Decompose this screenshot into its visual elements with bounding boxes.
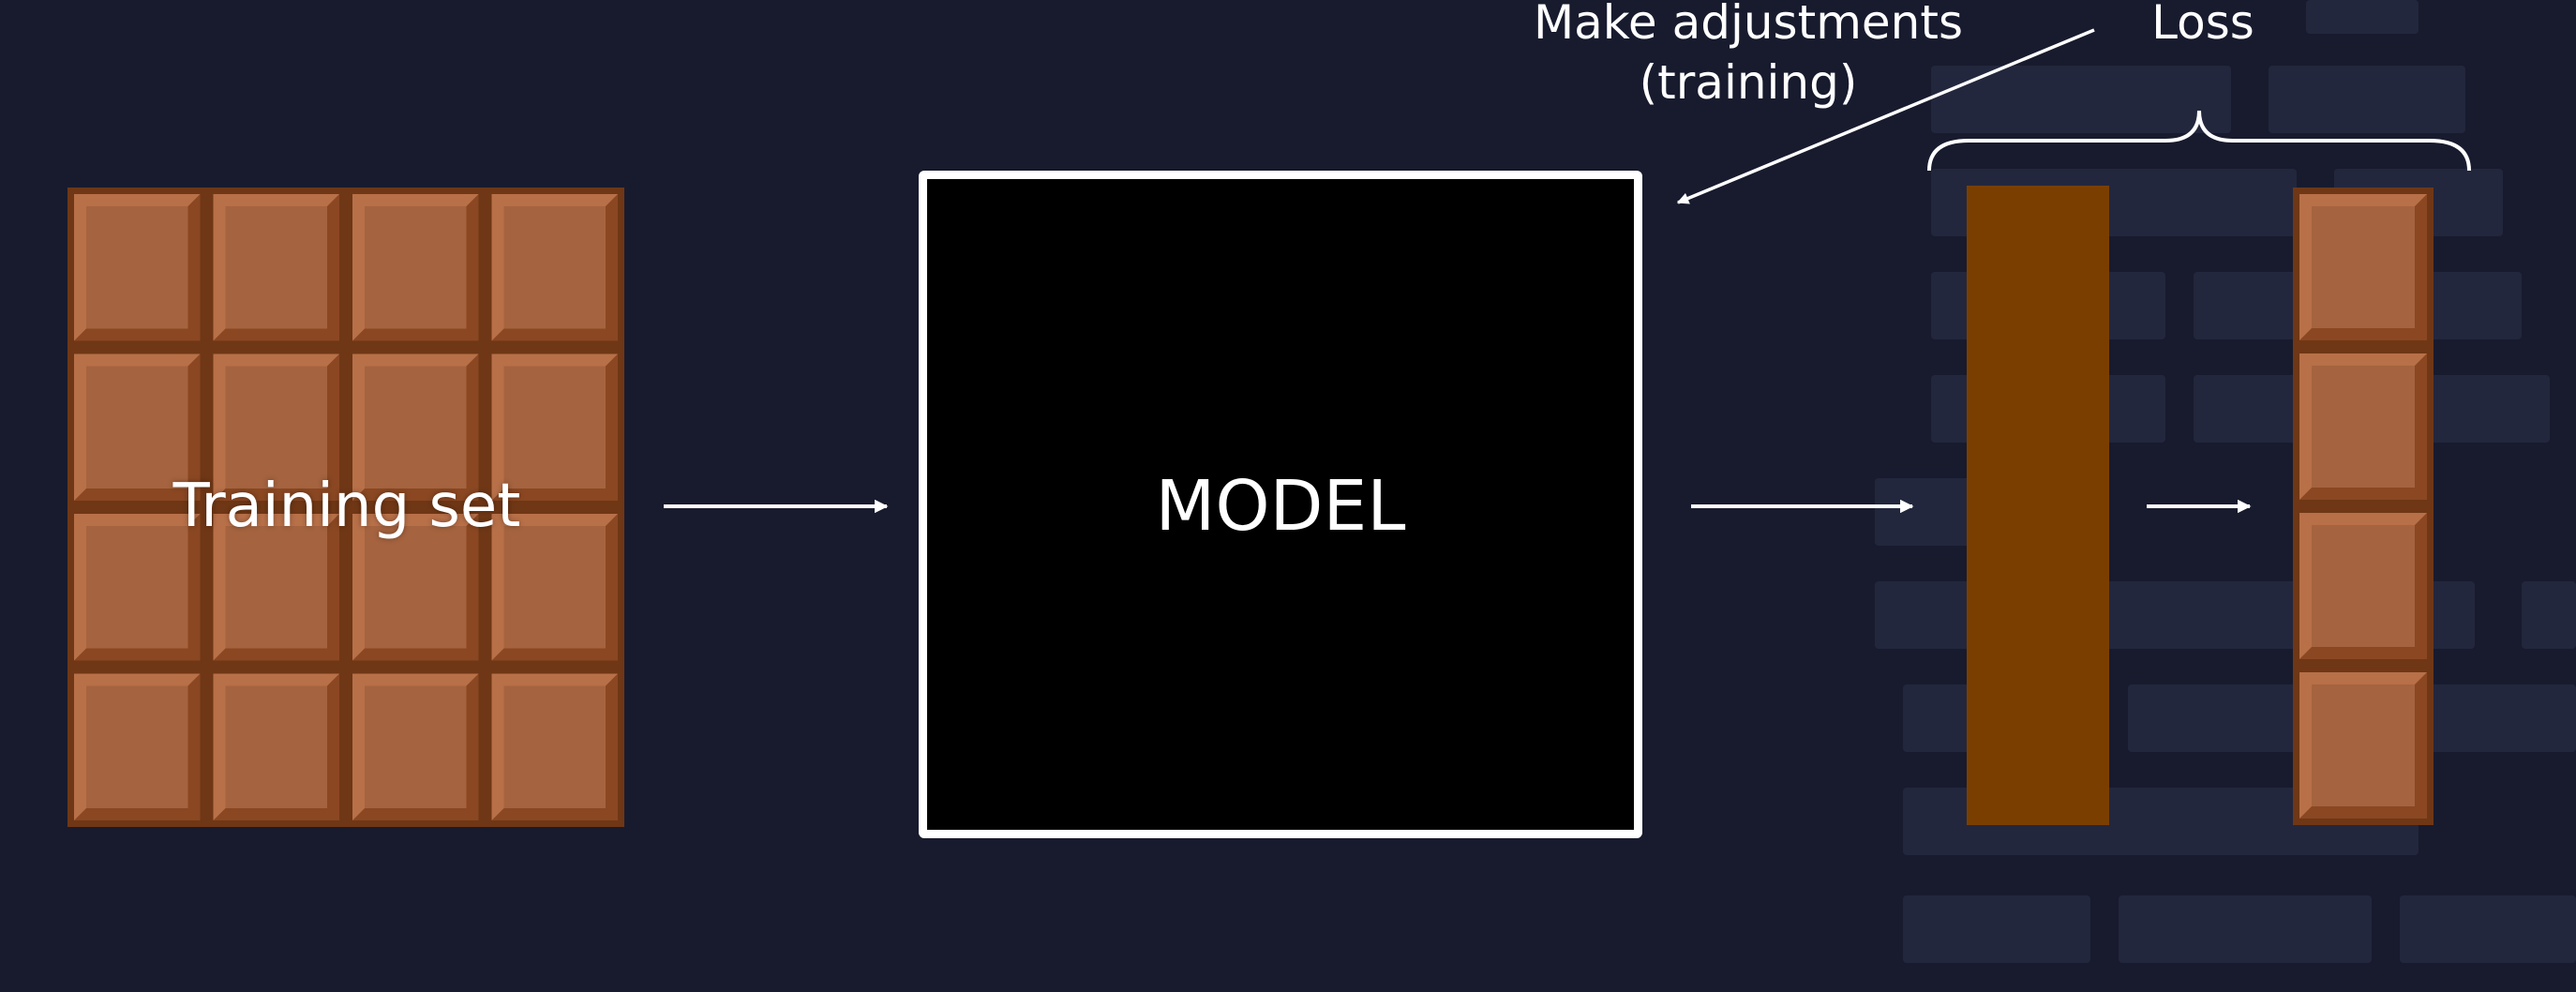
training-set-label: Training set xyxy=(172,472,521,541)
adjustments-label-line1: Make adjustments xyxy=(1533,0,1964,50)
chocolate-square xyxy=(2299,353,2427,500)
model-label: MODEL xyxy=(1155,466,1406,547)
adjustments-label-line2: (training) xyxy=(1639,55,1858,110)
adjustments-label: Make adjustments (training) xyxy=(1500,0,1997,113)
chocolate-square xyxy=(491,194,618,341)
chocolate-square xyxy=(213,353,339,501)
chocolate-square xyxy=(2299,513,2427,659)
chocolate-square xyxy=(2299,672,2427,819)
chocolate-square xyxy=(491,353,618,501)
chocolate-square xyxy=(491,514,618,661)
chocolate-square xyxy=(74,514,201,661)
chocolate-square xyxy=(213,194,339,341)
chocolate-square xyxy=(352,353,479,501)
chocolate-square xyxy=(352,673,479,820)
model-box xyxy=(919,171,1642,838)
target-chocolate-column xyxy=(2293,188,2434,825)
chocolate-square xyxy=(352,194,479,341)
arrow-adjustments-to-model xyxy=(1676,28,2095,204)
loss-label: Loss xyxy=(2151,0,2254,50)
chocolate-square xyxy=(74,353,201,501)
chocolate-square xyxy=(213,514,339,661)
chocolate-square xyxy=(74,673,201,820)
chocolate-square xyxy=(2299,194,2427,340)
chocolate-square xyxy=(74,194,201,341)
training-set-chocolate-bar xyxy=(67,188,624,827)
prediction-bar xyxy=(1967,186,2109,825)
chocolate-square xyxy=(491,673,618,820)
chocolate-square xyxy=(213,673,339,820)
chocolate-square xyxy=(352,514,479,661)
loss-brace xyxy=(1927,110,2471,172)
